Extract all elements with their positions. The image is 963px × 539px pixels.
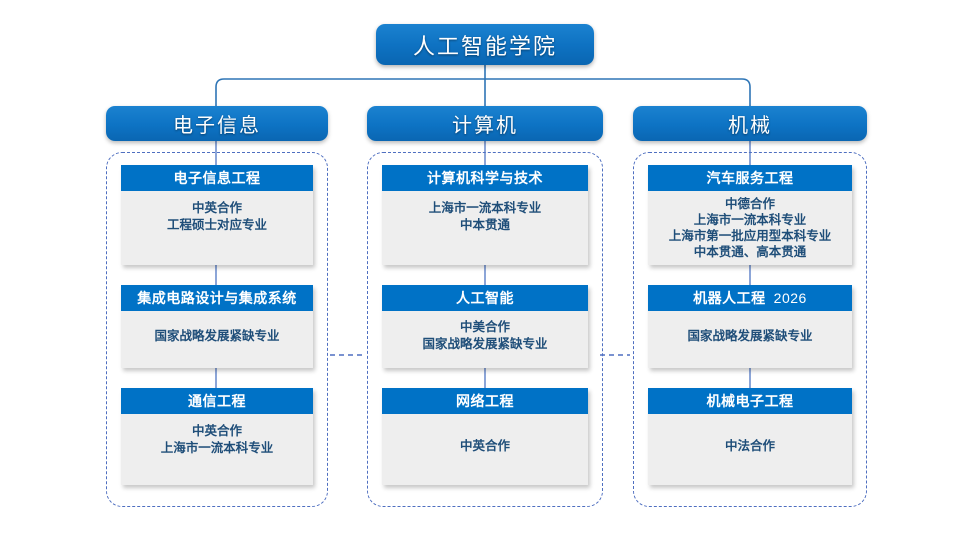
group-computer: 计算机 计算机科学与技术 上海市一流本科专业 中本贯通 人工智能 中美合作 国家… (367, 106, 603, 507)
program-card[interactable]: 网络工程 中英合作 (382, 388, 588, 485)
program-detail-line: 中法合作 (724, 439, 775, 453)
program-detail-line: 国家战略发展紧缺专业 (687, 329, 813, 343)
program-card-title-label: 机械电子工程 (706, 393, 794, 409)
program-card-title: 机械电子工程 (648, 388, 852, 414)
program-card-body: 中美合作 国家战略发展紧缺专业 (382, 311, 588, 363)
program-detail-line: 上海市一流本科专业 (428, 201, 542, 215)
program-detail-line: 中英合作 (191, 201, 242, 215)
program-card-body: 中英合作 (382, 414, 588, 465)
program-card-title-label: 集成电路设计与集成系统 (137, 290, 297, 306)
group-header-1[interactable]: 计算机 (367, 106, 603, 141)
program-card-title-label: 人工智能 (456, 290, 514, 306)
program-card[interactable]: 机械电子工程 中法合作 (648, 388, 852, 485)
program-card-title: 计算机科学与技术 (382, 165, 588, 191)
program-detail-line: 国家战略发展紧缺专业 (422, 337, 548, 351)
group-electronic-information: 电子信息 电子信息工程 中英合作 工程硕士对应专业 集成电路设计与集成系统 国家… (106, 106, 328, 507)
group-header-label: 计算机 (452, 115, 518, 137)
group-body-2: 汽车服务工程 中德合作 上海市一流本科专业 上海市第一批应用型本科专业 中本贯通… (633, 152, 867, 507)
program-card-title: 电子信息工程 (121, 165, 313, 191)
program-card-body: 国家战略发展紧缺专业 (121, 311, 313, 355)
program-card-title: 人工智能 (382, 285, 588, 311)
program-detail-line: 中英合作 (191, 424, 242, 438)
group-mechanical: 机械 汽车服务工程 中德合作 上海市一流本科专业 上海市第一批应用型本科专业 中… (633, 106, 867, 507)
program-card-title-label: 计算机科学与技术 (427, 170, 543, 186)
program-detail-line: 中本贯通、高本贯通 (693, 245, 807, 259)
program-card-body: 上海市一流本科专业 中本贯通 (382, 191, 588, 244)
program-card-body: 国家战略发展紧缺专业 (648, 311, 852, 355)
program-card[interactable]: 机器人工程 2026 国家战略发展紧缺专业 (648, 285, 852, 368)
program-card-title-label: 通信工程 (188, 393, 246, 409)
program-card[interactable]: 电子信息工程 中英合作 工程硕士对应专业 (121, 165, 313, 265)
program-card-title: 汽车服务工程 (648, 165, 852, 191)
program-card-body: 中法合作 (648, 414, 852, 465)
program-card-body: 中英合作 工程硕士对应专业 (121, 191, 313, 244)
program-card[interactable]: 人工智能 中美合作 国家战略发展紧缺专业 (382, 285, 588, 368)
group-body-0: 电子信息工程 中英合作 工程硕士对应专业 集成电路设计与集成系统 国家战略发展紧… (106, 152, 328, 507)
program-card-title: 集成电路设计与集成系统 (121, 285, 313, 311)
program-detail-line: 上海市一流本科专业 (160, 441, 274, 455)
program-detail-line: 中英合作 (459, 439, 510, 453)
program-detail-line: 工程硕士对应专业 (166, 218, 267, 232)
program-card[interactable]: 集成电路设计与集成系统 国家战略发展紧缺专业 (121, 285, 313, 368)
root-node-label: 人工智能学院 (412, 33, 557, 59)
group-header-label: 机械 (728, 115, 772, 137)
program-card[interactable]: 汽车服务工程 中德合作 上海市一流本科专业 上海市第一批应用型本科专业 中本贯通… (648, 165, 852, 265)
group-header-2[interactable]: 机械 (633, 106, 867, 141)
program-detail-line: 国家战略发展紧缺专业 (154, 329, 280, 343)
program-card-title-label: 电子信息工程 (173, 170, 261, 186)
group-body-1: 计算机科学与技术 上海市一流本科专业 中本贯通 人工智能 中美合作 国家战略发展… (367, 152, 603, 507)
program-card[interactable]: 通信工程 中英合作 上海市一流本科专业 (121, 388, 313, 485)
program-card-title: 机器人工程 2026 (648, 285, 852, 311)
program-card-title: 网络工程 (382, 388, 588, 414)
program-detail-line: 中本贯通 (459, 218, 510, 232)
program-card-title: 通信工程 (121, 388, 313, 414)
group-header-label: 电子信息 (173, 115, 261, 137)
root-node[interactable]: 人工智能学院 (376, 24, 594, 65)
program-card-title-label: 汽车服务工程 (706, 170, 794, 186)
program-card-title-label: 网络工程 (456, 393, 514, 409)
program-card[interactable]: 计算机科学与技术 上海市一流本科专业 中本贯通 (382, 165, 588, 265)
program-detail-line: 上海市一流本科专业 (693, 213, 807, 227)
program-detail-line: 中德合作 (724, 197, 775, 211)
program-card-year-label: 2026 (773, 290, 807, 306)
program-detail-line: 中美合作 (459, 320, 510, 334)
group-header-0[interactable]: 电子信息 (106, 106, 328, 141)
program-card-title-label: 机器人工程 (693, 290, 766, 306)
program-card-body: 中德合作 上海市一流本科专业 上海市第一批应用型本科专业 中本贯通、高本贯通 (648, 191, 852, 266)
program-detail-line: 上海市第一批应用型本科专业 (668, 229, 832, 243)
program-card-body: 中英合作 上海市一流本科专业 (121, 414, 313, 467)
